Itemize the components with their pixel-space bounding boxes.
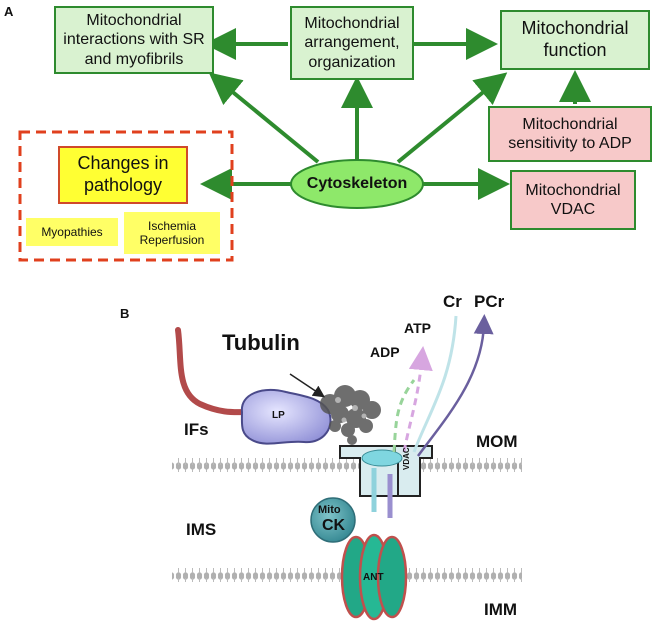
pcr-label: PCr <box>474 292 505 311</box>
adp-arrow <box>392 379 416 453</box>
mito-label: Mito <box>318 504 341 516</box>
box-mito-vdac-text: Mitochondrial VDAC <box>525 181 621 218</box>
arrow-to-interactions-diagonal <box>208 72 320 164</box>
cr-arrow <box>412 315 458 453</box>
outer-membrane <box>172 458 522 472</box>
ck-label: CK <box>322 517 346 534</box>
cr-label: Cr <box>443 292 462 311</box>
pathology-dashed-frame <box>18 130 234 262</box>
ant-transporter <box>340 533 408 621</box>
tubulin-label: Tubulin <box>222 330 300 355</box>
panel-a-label: A <box>4 4 14 19</box>
cytoskeleton-text: Cytoskeleton <box>306 175 408 193</box>
arrow-to-function-diagonal <box>396 72 508 164</box>
box-mito-sensitivity: Mitochondrial sensitivity to ADP <box>488 106 652 162</box>
box-mito-function-text: Mitochondrial function <box>521 18 629 60</box>
box-ischemia-text: Ischemia Reperfusion <box>139 218 205 247</box>
box-mito-arrangement-text: Mitochondrial arrangement, organization <box>304 15 400 71</box>
cytoskeleton-label: Cytoskeleton <box>291 170 423 198</box>
box-mito-interactions-text: Mitochondrial interactions with SR and m… <box>63 12 205 68</box>
box-pathology-text: Changes in pathology <box>77 153 169 195</box>
box-mito-function: Mitochondrial function <box>500 10 650 70</box>
ifs-label: IFs <box>184 420 209 439</box>
panel-a-arrows <box>18 28 591 262</box>
box-mito-vdac: Mitochondrial VDAC <box>510 170 636 230</box>
box-pathology: Changes in pathology <box>58 146 188 204</box>
adp-label: ADP <box>370 344 400 360</box>
box-myopathies-text: Myopathies <box>41 224 103 239</box>
tubulin-pointer-arrow <box>289 373 325 398</box>
atp-label: ATP <box>404 320 431 336</box>
ims-label: IMS <box>186 520 217 539</box>
mito-ck-sphere <box>310 497 356 543</box>
pcr-arrow <box>416 314 494 457</box>
box-myopathies: Myopathies <box>26 218 118 246</box>
imm-label: IMM <box>484 600 518 619</box>
box-mito-sensitivity-text: Mitochondrial sensitivity to ADP <box>508 115 632 152</box>
panel-b-label: B <box>120 306 130 321</box>
box-mito-interactions: Mitochondrial interactions with SR and m… <box>54 6 214 74</box>
box-ischemia: Ischemia Reperfusion <box>124 212 220 254</box>
vdac-label: VDAC <box>402 447 411 470</box>
intermediate-filament <box>175 327 251 416</box>
cytoskeleton-ellipse <box>290 159 424 209</box>
lp-protein <box>240 389 332 445</box>
mom-label: MOM <box>476 432 518 451</box>
box-mito-arrangement: Mitochondrial arrangement, organization <box>290 6 414 80</box>
lp-label: LP <box>272 410 285 421</box>
ant-label: ANT <box>363 572 384 583</box>
